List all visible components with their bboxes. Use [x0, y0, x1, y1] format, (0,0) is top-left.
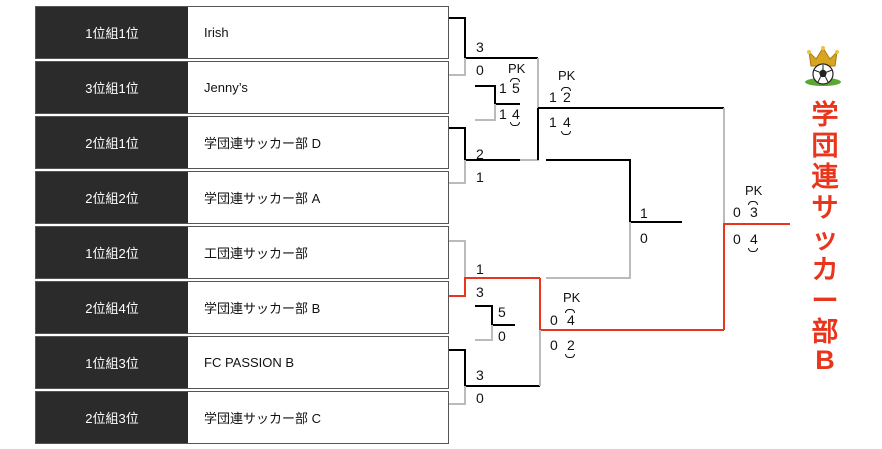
bracket-line [723, 223, 790, 330]
pk-score: 4 [512, 106, 520, 122]
team-name: 学団連サッカー部 B [204, 301, 321, 316]
score: 1 [549, 89, 557, 105]
score: 0 [476, 62, 484, 78]
pk-bracket [510, 78, 520, 82]
bracket-line [449, 160, 466, 184]
seed-label: 2位組4位 [36, 282, 188, 333]
team-name: 学団連サッカー部 A [204, 191, 321, 206]
pk-bracket [565, 309, 575, 313]
bracket-line [449, 386, 466, 405]
score: 1 [640, 205, 648, 221]
pk-score: 4 [563, 114, 571, 130]
team-row: 2位組1位 学団連サッカー部 D [35, 116, 449, 169]
score: 0 [733, 204, 741, 220]
team-row: 1位組1位 Irish [35, 6, 449, 59]
score: 1 [476, 169, 484, 185]
bracket-line [475, 85, 520, 105]
team-name: 学団連サッカー部 D [204, 136, 322, 151]
score: 1 [499, 80, 507, 96]
pk-score: 2 [567, 337, 575, 353]
pk-score: 4 [567, 312, 575, 328]
pk-score: 5 [512, 80, 520, 96]
bracket-line [449, 240, 466, 278]
bracket-line [449, 127, 520, 161]
score: 2 [476, 146, 484, 162]
bracket-line [475, 325, 493, 341]
score: 0 [498, 328, 506, 344]
bracket-line [449, 17, 538, 59]
pk-bracket [748, 201, 758, 205]
pk-score: 2 [563, 89, 571, 105]
pk-score: 3 [750, 204, 758, 220]
pk-label: PK [558, 68, 576, 83]
pk-label: PK [563, 290, 581, 305]
team-row: 3位組1位 Jenny’s [35, 61, 449, 114]
pk-bracket [561, 87, 571, 91]
score: 5 [498, 304, 506, 320]
seed-label: 1位組2位 [36, 227, 188, 278]
bracket-line [449, 58, 466, 76]
team-row: 2位組4位 学団連サッカー部 B [35, 281, 449, 334]
pk-score: 4 [750, 231, 758, 247]
seed-label: 2位組3位 [36, 392, 188, 443]
champion-name: 学団連サッカー部 [811, 100, 839, 347]
team-name: Irish [204, 25, 229, 40]
score: 3 [476, 284, 484, 300]
team-row: 2位組2位 学団連サッカー部 A [35, 171, 449, 224]
score: 0 [476, 390, 484, 406]
seed-label: 3位組1位 [36, 62, 188, 113]
bracket-line [449, 349, 540, 387]
bracket-line [546, 159, 682, 223]
score: 1 [476, 261, 484, 277]
score: 3 [476, 39, 484, 55]
score: 0 [550, 312, 558, 328]
score: 0 [640, 230, 648, 246]
seed-label: 1位組3位 [36, 337, 188, 388]
score: 0 [550, 337, 558, 353]
seed-label: 2位組1位 [36, 117, 188, 168]
bracket-line [475, 305, 515, 326]
pk-label: PK [745, 183, 763, 198]
team-name: FC PASSION B [204, 355, 295, 370]
pk-label: PK [508, 61, 526, 76]
champion-letter: B [815, 345, 835, 375]
bracket-line [475, 104, 496, 121]
soccer-ball-crown-icon [805, 46, 841, 86]
bracket-line [449, 277, 540, 297]
team-row: 2位組3位 学団連サッカー部 C [35, 391, 449, 444]
score: 1 [549, 114, 557, 130]
team-name: Jenny’s [204, 80, 248, 95]
score: 3 [476, 367, 484, 383]
team-row: 1位組3位 FC PASSION B [35, 336, 449, 389]
score: 1 [499, 106, 507, 122]
team-name: 工団連サッカー部 [204, 246, 309, 261]
seed-label: 2位組2位 [36, 172, 188, 223]
bracket-line [546, 222, 631, 279]
team-row: 1位組2位 工団連サッカー部 [35, 226, 449, 279]
team-name: 学団連サッカー部 C [204, 411, 322, 426]
score: 0 [733, 231, 741, 247]
seed-label: 1位組1位 [36, 7, 188, 58]
